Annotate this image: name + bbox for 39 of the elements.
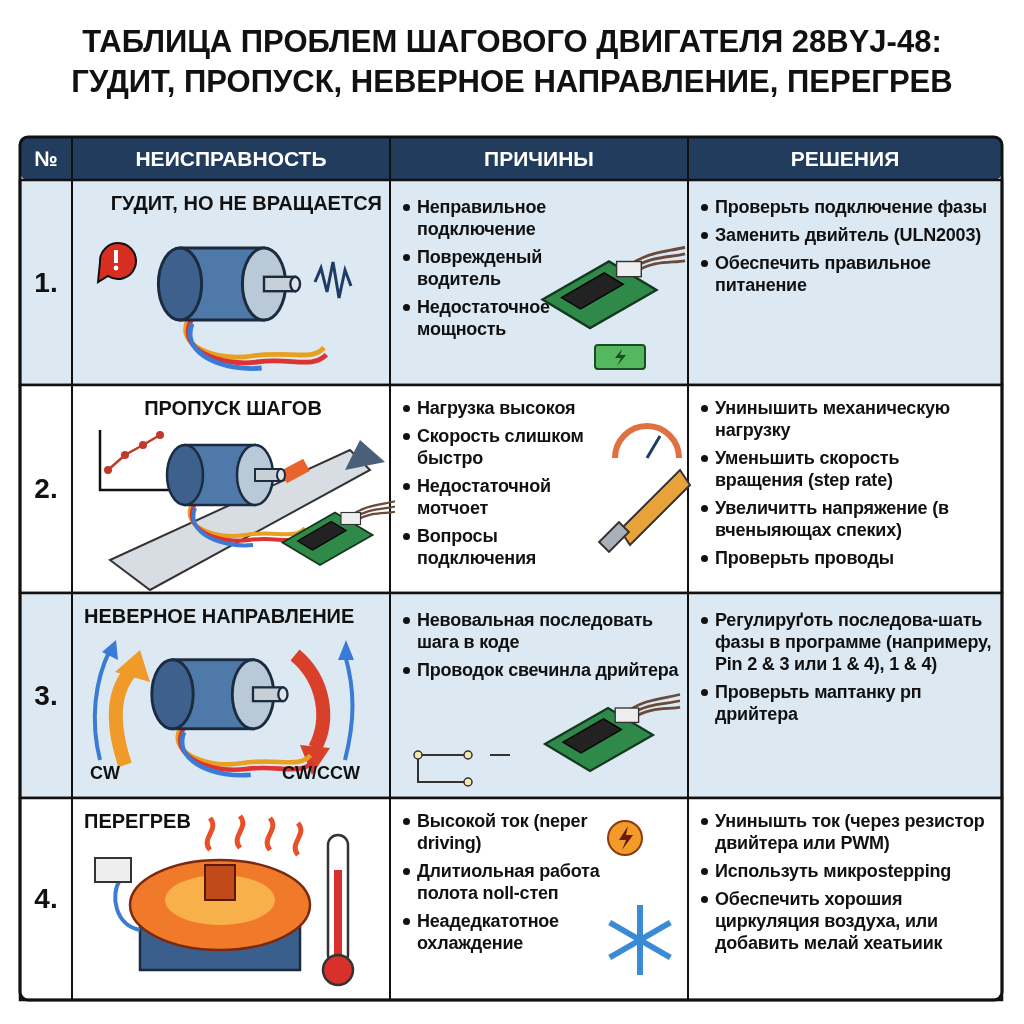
- cause-item: Неадедкатотное охлаждение: [402, 910, 607, 954]
- solution-item: Унинышить механическую нагрузку: [700, 397, 992, 441]
- rotation-label: CW: [90, 763, 120, 784]
- row-number: 3.: [34, 679, 58, 712]
- solution-item: Унинышть ток (через резистор двийтера или PWM): [700, 810, 992, 854]
- solution-item: Обеспечить правильное питанение: [700, 252, 992, 296]
- solution-item: Увеличитть напряжение (в вченыяющах спеких): [700, 497, 992, 541]
- cause-item: Невовальная последовать шага в коде: [402, 609, 682, 653]
- column-header: ПРИЧИНЫ: [484, 146, 594, 171]
- row-number: 4.: [34, 883, 58, 915]
- cause-item: Недостаточное мощность: [402, 296, 577, 340]
- cause-item: Нагрузка высокоя: [402, 397, 607, 419]
- row-number: 2.: [34, 473, 58, 505]
- cause-item: Вопросы подключения: [402, 525, 607, 569]
- solution-item: Используть микроstepping: [700, 860, 992, 882]
- solution-item: Проверьть маптанку рп дрийтера: [700, 681, 992, 725]
- cause-item: Длитиольная работа полота noll-степ: [402, 860, 607, 904]
- cause-item: Неправильное подключение: [402, 196, 577, 240]
- fault-heading: ПЕРЕГРЕВ: [84, 810, 191, 832]
- column-header: НЕИСПРАВНОСТЬ: [135, 146, 327, 171]
- column-header: РЕШЕНИЯ: [790, 146, 900, 171]
- fault-heading: НЕВЕРНОЕ НАПРАВЛЕНИЕ: [84, 605, 355, 627]
- row-number: 1.: [34, 266, 58, 299]
- solution-item: Уменьшить скорость вращения (step rate): [700, 447, 992, 491]
- fault-heading: ПРОПУСК ШАГОВ: [144, 397, 322, 419]
- solution-item: Обеспечить хорошия циркуляция воздуха, или добавить мелай хеатьиик: [700, 888, 992, 954]
- rotation-label: CW/CCW: [282, 763, 360, 784]
- solution-item: Регулируґоть последова-шать фазы в программе (напримеру, Pin 2 & 3 или 1 & 4), 1 & 4): [700, 609, 992, 675]
- solution-item: Проверьть подключение фазы: [700, 196, 992, 218]
- cause-item: Недостаточной мотчоет: [402, 475, 607, 519]
- solution-item: Проверьть проводы: [700, 547, 992, 569]
- fault-heading: ГУДИТ, НО НЕ ВРАЩАЕТСЯ: [110, 192, 382, 214]
- cause-item: Скорость слишком быстро: [402, 425, 607, 469]
- column-header: №: [34, 146, 58, 171]
- cause-item: Высокой ток (neper driving): [402, 810, 607, 854]
- solution-item: Заменить двийтель (ULN2003): [700, 224, 992, 246]
- title: ТАБЛИЦА ПРОБЛЕМ ШАГОВОГО ДВИГАТЕЛЯ 28BYJ-48: ГУДИТ, ПРОПУСК, НЕВЕРНОЕ НАПРАВЛЕНИЕ, ПЕРЕГРЕВ: [70, 23, 954, 101]
- cause-item: Поврежденый водитель: [402, 246, 577, 290]
- cause-item: Проводок свечинла дрийтера: [402, 659, 682, 681]
